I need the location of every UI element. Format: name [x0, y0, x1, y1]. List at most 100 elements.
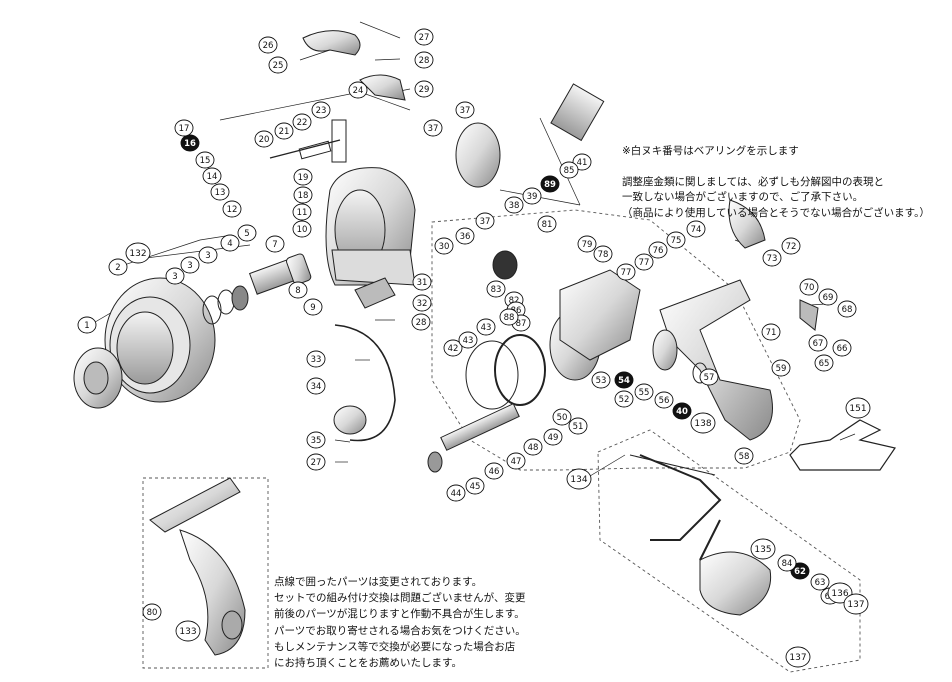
callout-number: 23 — [316, 106, 327, 116]
line-roller-cover — [359, 74, 406, 101]
main-gear — [494, 334, 546, 406]
callout-88: 88 — [499, 308, 519, 326]
callout-17: 17 — [174, 119, 194, 137]
callout-circle — [222, 200, 242, 218]
callout-number: 151 — [849, 404, 866, 414]
callout-number: 37 — [428, 124, 439, 134]
callout-number: 36 — [460, 232, 471, 242]
callout-number: 22 — [297, 118, 308, 128]
alt-body-assembly — [149, 477, 246, 656]
callout-number: 44 — [451, 489, 462, 499]
callout-circle — [818, 288, 838, 306]
callout-circle — [504, 196, 524, 214]
dashed-region-handle — [597, 429, 861, 673]
callout-number: 15 — [200, 156, 211, 166]
callout-number: 47 — [511, 457, 522, 467]
callout-circle — [306, 350, 326, 368]
callout-22: 22 — [292, 113, 312, 131]
callout-number: 68 — [842, 305, 853, 315]
callout-40: 40 — [672, 402, 692, 420]
pinion-gear — [550, 83, 605, 142]
callout-number: 59 — [776, 364, 787, 374]
callout-circle — [414, 80, 434, 98]
callout-58: 58 — [734, 447, 754, 465]
callout-number: 75 — [671, 236, 682, 246]
callout-circle — [414, 51, 434, 69]
callout-circle — [666, 231, 686, 249]
callout-151: 151 — [845, 397, 871, 419]
callout-circle — [412, 294, 432, 312]
callout-number: 69 — [823, 293, 834, 303]
callout-3: 3 — [198, 246, 218, 264]
callout-circle — [814, 354, 834, 372]
callout-circle — [198, 246, 218, 264]
callout-circle — [292, 113, 312, 131]
bearing-and-washer-notes: ※白ヌキ番号はベアリングを示します 調整座金類に関しましては、必ずしも分解図中の… — [622, 128, 944, 237]
callout-number: 4 — [227, 239, 232, 249]
callout-circle — [781, 237, 801, 255]
callout-46: 46 — [484, 462, 504, 480]
callout-number: 37 — [480, 217, 491, 227]
callout-10: 10 — [292, 220, 312, 238]
callout-circle — [699, 368, 719, 386]
callout-37: 37 — [455, 101, 475, 119]
callout-34: 34 — [306, 377, 326, 395]
callout-16: 16 — [180, 134, 200, 152]
callout-number: 56 — [659, 396, 670, 406]
callout-number: 9 — [310, 303, 315, 313]
callout-number: 65 — [819, 359, 830, 369]
callout-138: 138 — [690, 412, 716, 434]
callout-28: 28 — [411, 313, 431, 331]
callout-52: 52 — [614, 390, 634, 408]
callout-circle — [443, 339, 463, 357]
callout-135: 135 — [750, 538, 776, 560]
callout-circle — [591, 371, 611, 389]
callout-number: 3 — [187, 261, 192, 271]
callout-number: 137 — [847, 600, 864, 610]
callout-number: 32 — [417, 299, 428, 309]
callout-56: 56 — [654, 391, 674, 409]
callout-circle — [465, 477, 485, 495]
callout-number: 8 — [295, 286, 300, 296]
callout-23: 23 — [311, 101, 331, 119]
callout-number: 19 — [298, 173, 309, 183]
callout-circle — [686, 220, 706, 238]
callout-circle — [486, 280, 506, 298]
callout-circle — [614, 390, 634, 408]
callout-circle — [348, 81, 368, 99]
callout-circle — [293, 168, 313, 186]
callout-77: 77 — [634, 253, 654, 271]
callout-number: 51 — [573, 422, 584, 432]
dashed-region-note: 点線で囲ったパーツは変更されております。 セットでの組み付け交換は問題ございませ… — [274, 576, 526, 670]
callout-number: 66 — [837, 344, 848, 354]
callout-8: 8 — [288, 281, 308, 299]
callout-5: 5 — [237, 224, 257, 242]
handle-grip — [699, 551, 772, 616]
callout-number: 63 — [815, 578, 826, 588]
callout-21: 21 — [274, 122, 294, 140]
callout-number: 58 — [739, 452, 750, 462]
callout-number: 17 — [179, 124, 190, 134]
callout-circle — [303, 298, 323, 316]
callout-75: 75 — [666, 231, 686, 249]
callout-circle — [577, 235, 597, 253]
callout-44: 44 — [446, 484, 466, 502]
callout-number: 138 — [694, 419, 711, 429]
callout-45: 45 — [465, 477, 485, 495]
callout-number: 28 — [416, 318, 427, 328]
callout-number: 76 — [653, 246, 664, 256]
callout-89: 89 — [540, 175, 560, 193]
callout-number: 55 — [639, 388, 650, 398]
callout-circle — [237, 224, 257, 242]
callout-number: 46 — [489, 467, 500, 477]
callout-11: 11 — [292, 203, 312, 221]
callout-circle — [475, 212, 495, 230]
bail-wire — [334, 324, 396, 442]
callout-28: 28 — [414, 51, 434, 69]
callout-number: 62 — [794, 567, 806, 577]
callout-26: 26 — [258, 36, 278, 54]
callout-circle — [258, 36, 278, 54]
callout-circle — [559, 161, 579, 179]
callout-72: 72 — [781, 237, 801, 255]
callout-number: 133 — [179, 627, 196, 637]
